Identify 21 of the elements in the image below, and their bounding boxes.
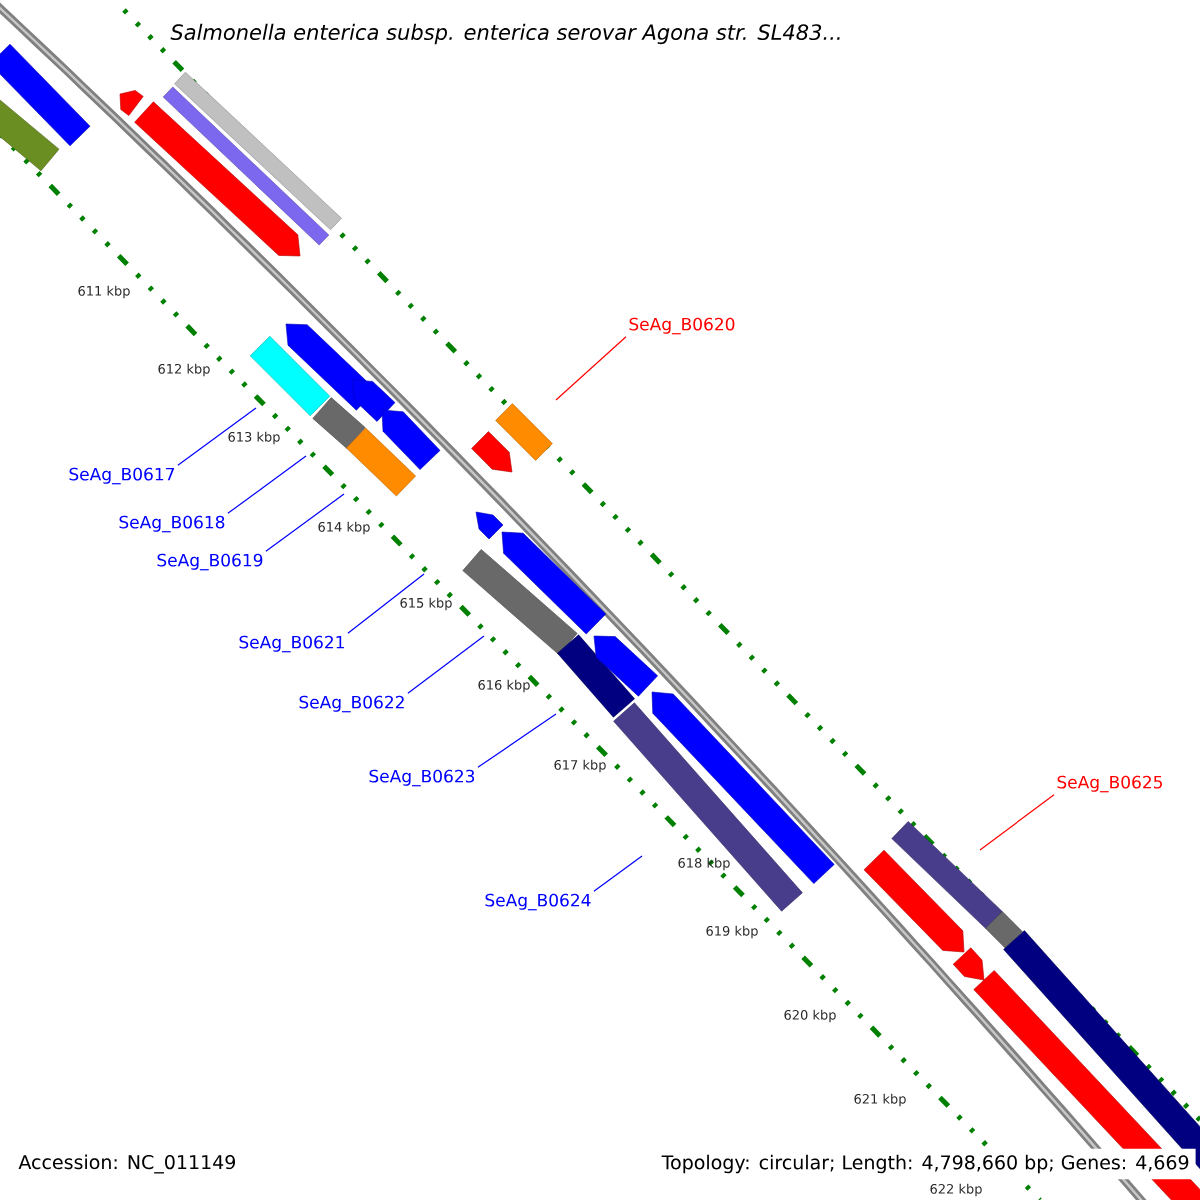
accession-text: Accession: NC_011149 bbox=[18, 1154, 235, 1174]
leader-line bbox=[265, 493, 345, 552]
gene-label: SeAg_B0623 bbox=[369, 769, 475, 787]
gene-label: SeAg_B0617 bbox=[69, 467, 175, 485]
gene-label: SeAg_B0620 bbox=[629, 317, 735, 335]
leader-line bbox=[477, 713, 557, 768]
leader-line bbox=[227, 455, 307, 514]
leader-line bbox=[593, 855, 643, 892]
gene-label: SeAg_B0618 bbox=[119, 515, 225, 533]
gene-label: SeAg_B0619 bbox=[157, 553, 263, 571]
gene-label: SeAg_B0622 bbox=[299, 695, 404, 713]
summary-text: Topology: circular; Length: 4,798,660 bp; Genes: 4,669 bbox=[655, 1148, 1196, 1180]
gene-label: SeAg_B0621 bbox=[239, 635, 344, 653]
leader-line bbox=[347, 573, 425, 634]
gene-label: SeAg_B0624 bbox=[485, 893, 591, 911]
leader-line bbox=[979, 794, 1055, 851]
gene-label: SeAg_B0625 bbox=[1057, 775, 1162, 793]
leader-line bbox=[177, 407, 257, 466]
leader-line bbox=[555, 336, 627, 401]
title: Salmonella enterica subsp. enterica serovar Agona str. SL483... bbox=[170, 23, 840, 45]
leader-line bbox=[407, 635, 485, 694]
